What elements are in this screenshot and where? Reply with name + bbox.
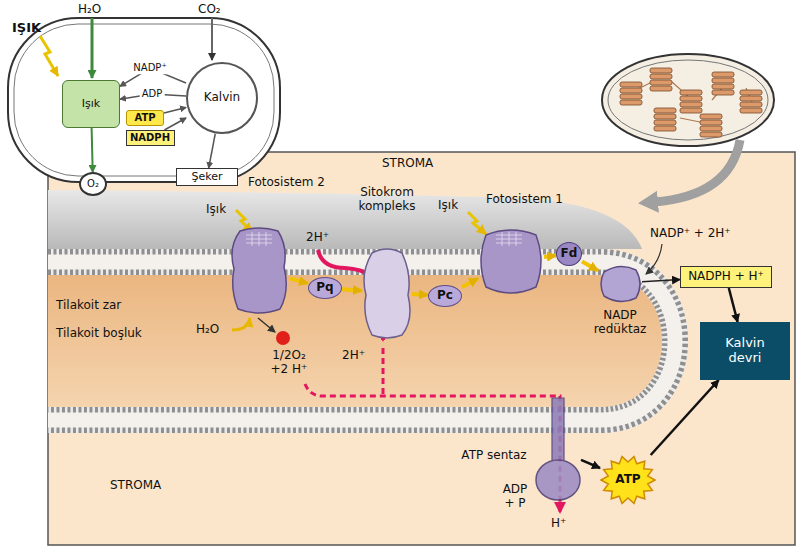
protein-shape <box>535 398 581 502</box>
node-text: ATP <box>134 112 155 124</box>
protein-shape <box>228 225 290 315</box>
node-text: Pc <box>437 289 453 303</box>
connector-arrow <box>729 288 738 322</box>
connector-arrow <box>164 118 186 130</box>
node-text: Kalvin <box>204 91 240 105</box>
connector-arrow <box>544 256 556 257</box>
node-text: Kalvin devri <box>708 336 782 366</box>
carrier-ellipse: Pc <box>428 285 462 307</box>
atp-star: ATP <box>600 455 656 505</box>
oxygen-dot <box>276 331 290 345</box>
ferredoxin-circle: Fd <box>556 242 582 266</box>
molecule-label: NADP⁺ + 2H⁺ <box>650 226 731 240</box>
calvin-cycle-circle: Kalvin <box>186 62 258 134</box>
connector-arrow <box>209 134 216 168</box>
connector-arrow <box>462 279 478 288</box>
protein-shape <box>362 245 412 340</box>
oxygen-circle: O₂ <box>79 172 107 196</box>
nadph-box: NADPH <box>126 130 175 146</box>
connector-arrow <box>164 107 186 113</box>
carrier-ellipse: Pq <box>308 277 342 299</box>
node-heading: NADP redüktaz <box>584 308 656 337</box>
photosystem-protein: Fotosistem 1 <box>478 225 544 297</box>
edge-label: ADP <box>140 88 165 100</box>
region-label: Tilakoit zar <box>56 298 121 312</box>
molecule-label: 1/2O₂ +2 H⁺ <box>262 348 316 377</box>
light-label: IŞIK <box>12 20 41 36</box>
light-label: Işık <box>206 202 226 216</box>
water-arrow <box>232 318 250 330</box>
reductase-protein: NADP redüktaz <box>598 262 642 304</box>
node-text: Fd <box>561 247 578 261</box>
node-text: NADPH <box>130 132 170 144</box>
proton-flow <box>305 348 560 512</box>
stroma-panel <box>48 152 795 545</box>
photosystem-protein: Fotosistem 2 <box>228 225 290 315</box>
molecule-label: ADP + P <box>498 482 532 511</box>
region-label: STROMA <box>382 156 433 170</box>
node-text: NADPH + H⁺ <box>688 270 764 284</box>
connector-arrow <box>651 380 719 455</box>
sugar-box: Şeker <box>176 168 238 186</box>
node-heading: Sitokrom kompleks <box>348 185 426 214</box>
node-text: Işık <box>82 98 100 111</box>
connector-arrow <box>412 294 428 295</box>
cytochrome-protein: Sitokrom kompleks <box>362 245 412 340</box>
thylakoid-stack: Işık <box>62 80 120 128</box>
region-label: Tilakoit boşluk <box>56 326 142 340</box>
node-text: O₂ <box>87 178 99 190</box>
proton-label: 2H⁺ <box>306 230 329 244</box>
molecule-label: H₂O <box>78 2 101 16</box>
molecule-label: CO₂ <box>198 2 221 16</box>
grey-band <box>48 190 642 249</box>
connector-arrow <box>342 289 362 291</box>
chloroplast-illustration <box>602 54 774 146</box>
light-label: Işık <box>438 198 458 212</box>
connector-arrow <box>642 280 680 282</box>
region-label: STROMA <box>110 478 161 492</box>
connector-arrow <box>582 261 598 270</box>
atp-badge: ATP <box>126 110 164 126</box>
node-heading: ATP sentaz <box>461 448 527 462</box>
connector-arrow <box>290 279 308 284</box>
nadp-leader <box>646 244 662 274</box>
proton-label: 2H⁺ <box>342 348 365 362</box>
edge-label: NADP⁺ <box>131 62 168 74</box>
node-text: ATP <box>615 473 640 487</box>
protein-shape <box>598 262 642 304</box>
oxygen-arrow <box>258 318 275 332</box>
inset-chloroplast <box>8 18 280 182</box>
protein-shape <box>478 225 544 297</box>
node-heading: Fotosistem 2 <box>248 175 325 189</box>
nadph-box: NADPH + H⁺ <box>680 266 772 288</box>
connector-arrow <box>92 128 93 172</box>
node-heading: Fotosistem 1 <box>486 192 563 206</box>
node-text: Pq <box>316 281 333 295</box>
connector-arrow <box>581 460 600 468</box>
calvin-box: Kalvin devri <box>700 322 790 380</box>
atp-synthase: ATP sentaz <box>535 398 581 502</box>
node-text: Şeker <box>191 171 222 184</box>
molecule-label: H₂O <box>196 322 219 336</box>
zoom-arrow <box>654 140 740 202</box>
proton-label: H⁺ <box>551 516 566 530</box>
